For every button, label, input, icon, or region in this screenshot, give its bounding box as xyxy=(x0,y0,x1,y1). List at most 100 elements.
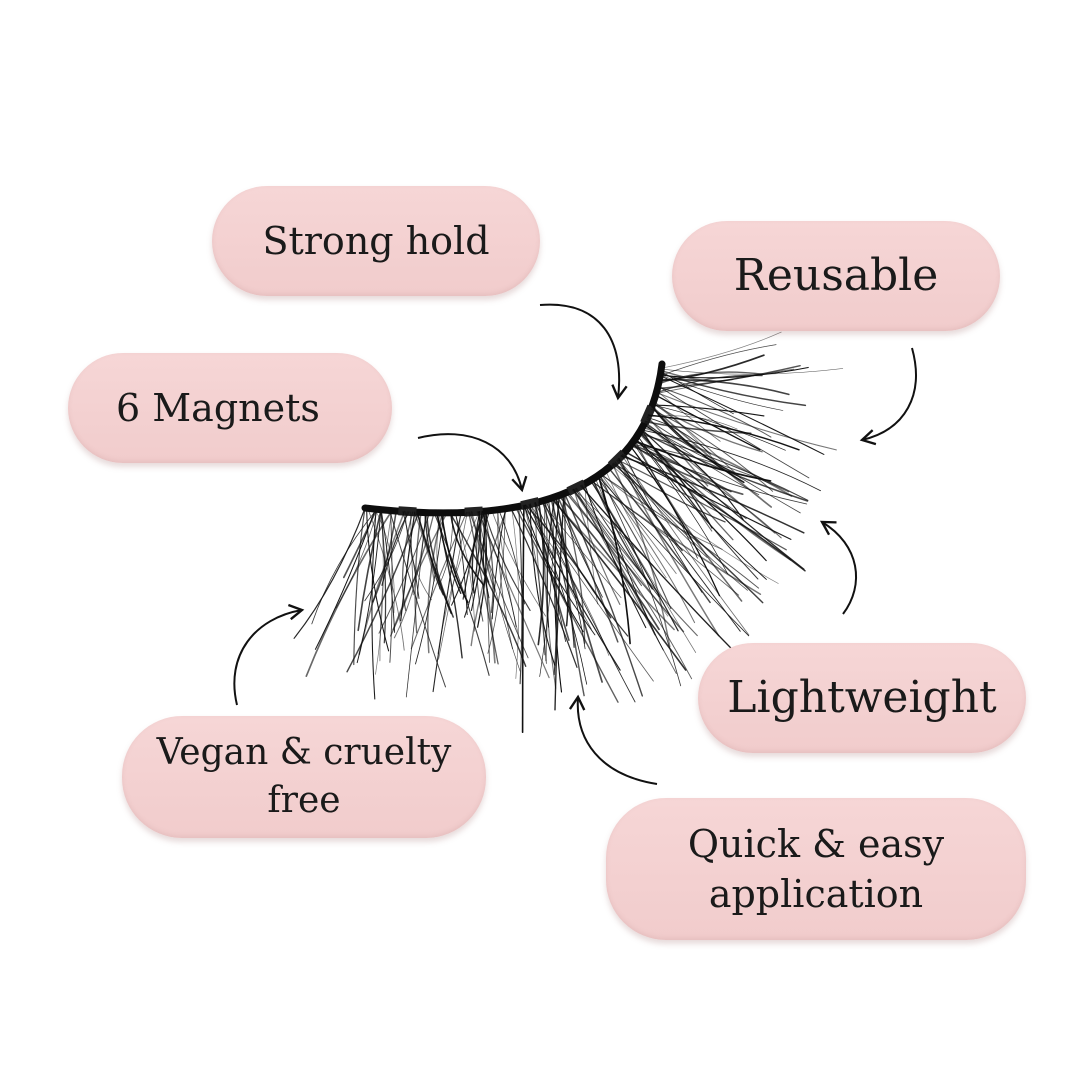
lash-fiber xyxy=(622,454,792,540)
lash-fiber xyxy=(353,507,366,666)
lash-fiber xyxy=(651,406,735,473)
lash-fiber xyxy=(402,511,420,599)
lash-fiber xyxy=(342,508,378,579)
lash-fiber xyxy=(545,499,548,662)
lash-fiber xyxy=(487,508,506,654)
feature-pill-lightweight: Lightweight xyxy=(698,643,1026,753)
feature-pill-reusable: Reusable xyxy=(672,221,1000,331)
lash-fiber xyxy=(567,491,693,680)
lash-fiber xyxy=(653,400,742,479)
lash-fiber xyxy=(564,492,585,697)
curved-arrow-icon xyxy=(539,303,628,401)
lash-fiber xyxy=(647,415,738,430)
feature-label-group: Vegan & cruelty free xyxy=(157,729,452,824)
lash-fiber xyxy=(651,405,773,508)
lash-fiber xyxy=(561,493,586,644)
lash-fiber xyxy=(572,489,641,593)
feature-label: Lightweight xyxy=(727,671,997,723)
feature-label-group: Quick & easy application xyxy=(688,819,944,919)
lash-fiber xyxy=(436,512,462,594)
feature-label-line2: free xyxy=(267,780,341,821)
lash-fiber xyxy=(651,404,765,417)
lash-fiber xyxy=(462,511,481,600)
lash-fiber xyxy=(600,473,677,574)
feature-pill-strong-hold: Strong hold xyxy=(212,186,540,296)
lash-fiber xyxy=(381,511,410,586)
lash-fiber xyxy=(425,511,454,618)
lash-fiber xyxy=(389,510,446,688)
lash-fiber xyxy=(476,511,550,679)
lash-fiber xyxy=(410,511,468,650)
lash-fiber xyxy=(455,512,468,616)
lash-fiber xyxy=(557,494,660,631)
lash-fiber xyxy=(618,458,748,591)
lash-fiber xyxy=(372,510,397,603)
lash-fiber xyxy=(427,512,444,654)
lash-fiber xyxy=(556,495,619,643)
magnet-icon xyxy=(566,479,587,496)
lash-fiber xyxy=(438,512,468,660)
lash-fiber xyxy=(613,462,726,523)
lash-fiber xyxy=(580,485,733,650)
lash-fiber xyxy=(657,386,772,438)
feature-label-line1: Quick & easy xyxy=(687,821,945,866)
lash-fiber xyxy=(534,502,566,642)
lash-band xyxy=(361,360,666,517)
lash-fiber xyxy=(656,365,801,390)
lash-fiber xyxy=(389,512,435,637)
lash-fiber xyxy=(358,510,406,656)
lash-fiber xyxy=(634,438,767,562)
lash-fiber xyxy=(346,511,420,673)
lash-fiber xyxy=(482,510,490,599)
lash-fiber xyxy=(639,430,809,502)
curved-arrow-icon xyxy=(859,347,917,446)
lash-fiber xyxy=(572,489,643,587)
feature-label: Strong hold xyxy=(262,218,490,263)
lash-fiber xyxy=(528,504,588,685)
lash-fiber xyxy=(305,509,393,678)
lash-fiber xyxy=(643,424,744,521)
lash-fiber xyxy=(647,414,800,451)
lash-fiber xyxy=(644,420,752,435)
lash-fiber xyxy=(483,510,494,614)
lash-fiber xyxy=(565,491,685,633)
lash-fiber xyxy=(454,512,475,632)
lash-fiber xyxy=(521,504,525,733)
lash-fiber xyxy=(518,505,523,685)
lash-fiber xyxy=(405,512,427,698)
lash-fiber xyxy=(618,457,683,552)
eyelash-image xyxy=(293,331,844,733)
lash-fiber xyxy=(612,462,764,604)
lash-fiber xyxy=(599,474,682,687)
lash-fiber xyxy=(661,331,782,369)
lash-fiber xyxy=(437,511,480,654)
lash-fiber xyxy=(652,403,718,465)
lash-fiber xyxy=(424,511,444,596)
lash-fiber xyxy=(656,390,721,442)
lash-fiber xyxy=(629,445,808,505)
lash-fiber xyxy=(596,475,672,610)
lash-fiber xyxy=(638,432,809,501)
lash-fiber xyxy=(652,404,786,451)
lash-fiber xyxy=(636,435,767,580)
lash-fiber xyxy=(614,461,741,632)
feature-pill-magnets: 6 Magnets xyxy=(68,353,392,463)
curved-arrow-icon xyxy=(568,694,658,785)
curved-arrow-icon xyxy=(417,433,528,493)
lash-fiber xyxy=(575,487,698,637)
lash-fiber xyxy=(371,508,377,700)
lash-fiber xyxy=(543,499,557,689)
lash-fiber xyxy=(511,507,519,679)
lash-fiber xyxy=(539,497,555,677)
lash-fiber xyxy=(497,509,513,650)
lash-fiber xyxy=(659,366,809,379)
curved-arrow-icon xyxy=(233,603,305,706)
feature-pill-vegan: Vegan & cruelty free xyxy=(122,716,486,838)
lash-fiber xyxy=(380,509,387,644)
lash-fiber xyxy=(314,508,376,650)
lash-fiber xyxy=(581,484,660,597)
lash-fiber xyxy=(584,483,647,629)
lash-fiber xyxy=(510,507,578,668)
